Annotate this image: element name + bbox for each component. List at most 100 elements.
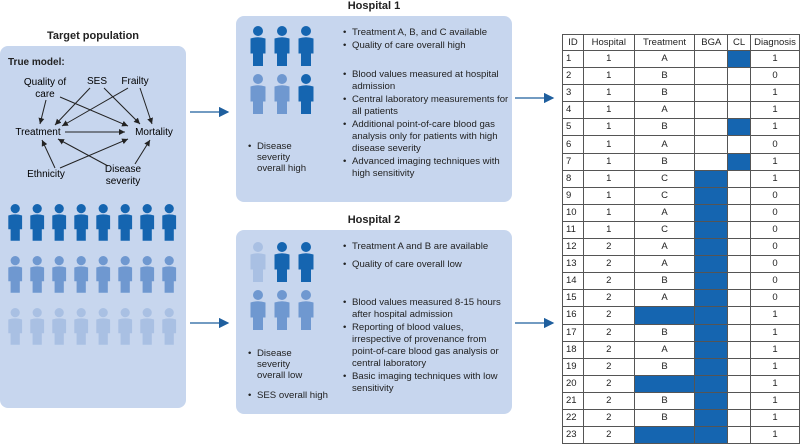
cell-id: 7 [562, 152, 584, 171]
cell-cl [727, 118, 752, 137]
person-icon [140, 256, 155, 293]
person-icon [250, 74, 266, 114]
cell-treatment: A [633, 255, 696, 274]
node-ethnicity: Ethnicity [27, 169, 65, 180]
cell-hospital: 1 [582, 101, 635, 120]
hospital2-title: Hospital 2 [347, 214, 401, 226]
cell-cl [727, 49, 752, 69]
cell-diagnosis: 1 [750, 408, 800, 428]
person-icon [8, 256, 23, 293]
cell-hospital: 2 [582, 306, 635, 325]
cell-id: 10 [562, 203, 584, 222]
cell-hospital: 2 [582, 408, 635, 428]
cell-diagnosis: 1 [750, 357, 800, 376]
cell-bga [694, 135, 729, 154]
cell-id: 1 [562, 49, 584, 69]
person-icon [118, 256, 133, 293]
cell-id: 4 [562, 101, 584, 120]
cell-hospital: 2 [582, 289, 635, 308]
person-icon [52, 256, 67, 293]
cell-cl [727, 186, 752, 205]
hospital2-people [250, 242, 314, 330]
cell-bga [694, 101, 729, 120]
cell-treatment: C [633, 169, 696, 188]
cell-treatment: A [633, 289, 696, 308]
cell-hospital: 2 [582, 323, 635, 342]
cell-treatment: A [633, 101, 696, 120]
person-icon [274, 26, 290, 66]
cell-bga [694, 357, 729, 376]
cell-treatment: A [633, 49, 696, 69]
cell-hospital: 2 [582, 391, 635, 410]
person-icon [250, 242, 266, 282]
person-icon [74, 308, 89, 345]
cell-bga [694, 340, 729, 359]
cell-diagnosis: 1 [750, 340, 800, 359]
person-icon [96, 308, 111, 345]
cell-cl [727, 220, 752, 240]
hospital2-caption-ses: • SES overall high [248, 390, 328, 401]
cell-id: 14 [562, 272, 584, 291]
cell-cl [727, 374, 752, 393]
cell-hospital: 1 [582, 118, 635, 137]
cell-diagnosis: 1 [750, 391, 800, 410]
cell-cl [727, 152, 752, 171]
cell-id: 16 [562, 306, 584, 325]
person-icon [30, 308, 45, 345]
cell-treatment: B [633, 67, 696, 86]
cell-bga [694, 152, 729, 171]
cell-bga [694, 118, 729, 137]
cell-id: 22 [562, 408, 584, 428]
cell-hospital: 1 [582, 152, 635, 171]
person-icon [250, 26, 266, 66]
hospital1-caption: • Disease severity overall high [248, 141, 307, 174]
cell-cl [727, 323, 752, 342]
person-icon [298, 290, 314, 330]
cell-id: 20 [562, 374, 584, 393]
hospital1-bullet: Central laboratory measurements for all … [343, 94, 509, 118]
node-disease-severity-2: severity [106, 176, 140, 187]
cell-bga [694, 408, 729, 428]
cell-cl [727, 255, 752, 274]
cell-treatment: B [633, 408, 696, 428]
hospital2-bullet: Quality of care overall low [343, 259, 509, 271]
cell-cl [727, 340, 752, 359]
cell-treatment: B [633, 118, 696, 137]
hospital1-title: Hospital 1 [347, 0, 401, 12]
person-icon [30, 204, 45, 241]
cell-hospital: 1 [582, 169, 635, 188]
cell-diagnosis: 0 [750, 255, 800, 274]
cell-treatment: A [633, 135, 696, 154]
cell-cl [727, 84, 752, 103]
hospital1-bullet: Blood values measured at hospital admiss… [343, 69, 509, 93]
cell-bga [694, 169, 729, 188]
hospital1-bullet: Advanced imaging techniques with high se… [343, 156, 509, 180]
person-icon [250, 290, 266, 330]
cell-id: 19 [562, 357, 584, 376]
cell-diagnosis: 1 [750, 101, 800, 120]
hospital2-caption: • Disease severity overall low [248, 348, 303, 381]
cell-bga [694, 323, 729, 342]
cell-treatment: A [633, 238, 696, 257]
cell-diagnosis: 0 [750, 272, 800, 291]
patient-data-table: ID Hospital Treatment BGA CL Diagnosis 1… [562, 34, 800, 444]
person-icon [74, 204, 89, 241]
cell-hospital: 1 [582, 67, 635, 86]
cell-cl [727, 272, 752, 291]
cell-bga [694, 306, 729, 325]
cell-cl [727, 357, 752, 376]
header-treatment: Treatment [633, 34, 696, 51]
cell-cl [727, 391, 752, 410]
cell-treatment [633, 306, 696, 325]
cell-bga [694, 391, 729, 410]
table-header-row: ID Hospital Treatment BGA CL Diagnosis [562, 34, 800, 51]
hospital2-bullet: Blood values measured 8-15 hours after h… [343, 297, 509, 321]
